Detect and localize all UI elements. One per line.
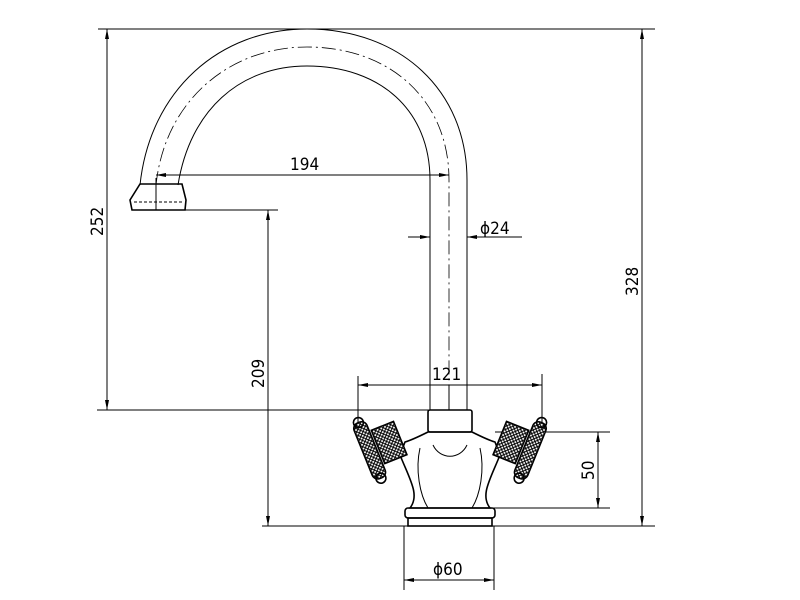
dim-handle-span: 121 xyxy=(432,365,461,385)
dim-total-height: 328 xyxy=(623,267,643,296)
dimension-lines xyxy=(105,29,644,582)
aerator xyxy=(129,183,187,211)
left-handle[interactable] xyxy=(350,406,413,486)
spout xyxy=(129,28,468,410)
dim-spout-reach: 194 xyxy=(290,155,319,175)
dim-handle-height: 50 xyxy=(579,461,599,480)
dim-spout-height: 252 xyxy=(88,207,108,236)
dim-base-diameter: ϕ60 xyxy=(433,560,463,580)
faucet-body xyxy=(399,409,501,527)
right-handle[interactable] xyxy=(487,406,550,486)
dim-outlet-height: 209 xyxy=(249,359,269,388)
dim-pipe-diameter: ϕ24 xyxy=(480,219,510,239)
